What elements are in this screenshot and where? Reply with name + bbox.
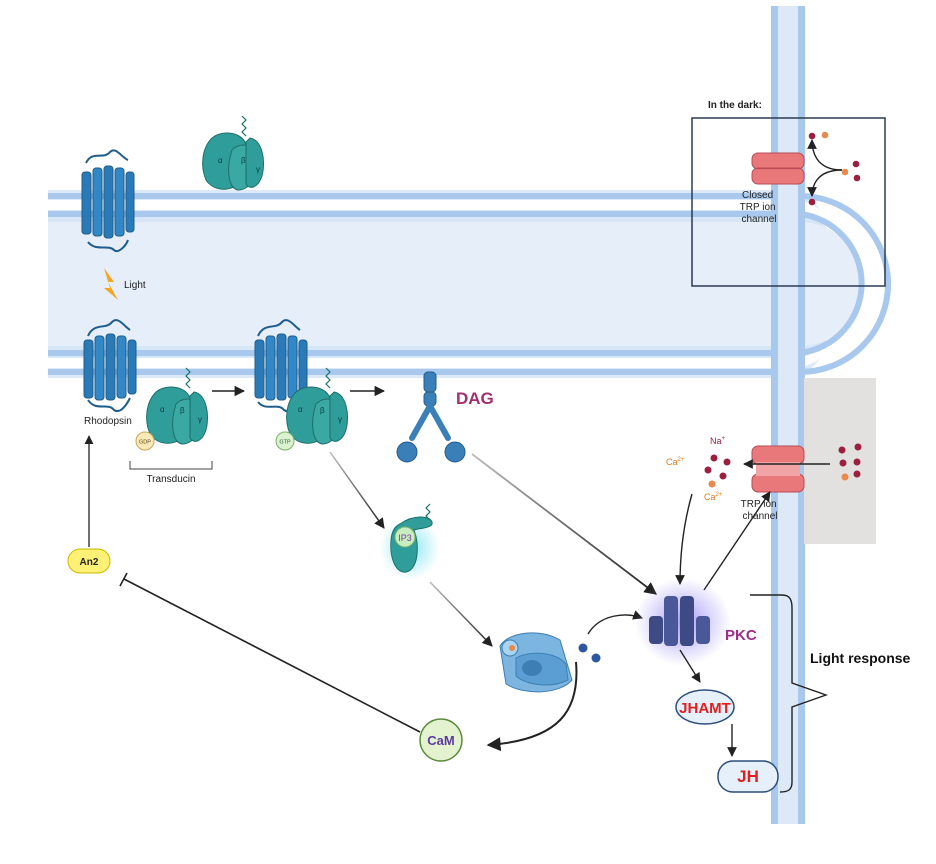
jhamt-label: JHAMT xyxy=(679,700,731,717)
arrow-to-pkc-from-ca xyxy=(587,610,643,635)
cam-label: CaM xyxy=(427,733,454,748)
rhodopsin-label: Rhodopsin xyxy=(84,416,132,427)
in-the-dark-inset: In the dark: Closed TRP ion channel xyxy=(691,100,886,287)
arrow-to-cam xyxy=(486,661,578,752)
an2-node: An2 xyxy=(67,548,111,574)
closed-channel-label: Closed TRP ion channel xyxy=(740,190,779,225)
ion-particles xyxy=(704,443,862,488)
transducin-inactive-icon: α β γ xyxy=(202,115,264,191)
ip3-label: IP3 xyxy=(398,533,412,543)
svg-text:α: α xyxy=(218,156,223,165)
transducin-gdp-icon: α β γ GDP xyxy=(135,367,208,451)
trp-channel-label: TRP ion channel xyxy=(741,499,780,522)
svg-text:γ: γ xyxy=(256,165,260,174)
arrow-dag-pkc xyxy=(471,453,658,595)
dag-icon xyxy=(396,371,466,463)
transducin-gtp-icon: α β γ GTP xyxy=(275,367,348,451)
pkc-icon xyxy=(649,596,710,646)
svg-text:γ: γ xyxy=(338,415,342,424)
arrow-pkc-trp xyxy=(703,491,771,591)
closed-trp-channel-icon xyxy=(751,152,805,185)
arrow-ip3-receptor xyxy=(429,581,493,647)
svg-text:α: α xyxy=(160,405,165,414)
an2-label: An2 xyxy=(80,557,99,568)
gdp-label: GDP xyxy=(139,440,151,446)
rhabdomere-membrane xyxy=(48,190,891,378)
light-response-bracket xyxy=(750,594,829,793)
plasma-membrane-vertical xyxy=(771,6,805,824)
svg-text:γ: γ xyxy=(198,415,202,424)
svg-text:α: α xyxy=(298,405,303,414)
ca-label-2: Ca2+ xyxy=(704,492,723,502)
in-the-dark-label: In the dark: xyxy=(708,100,762,111)
ip3-receptor-icon xyxy=(499,632,601,693)
arrow-to-ip3 xyxy=(329,451,385,529)
lightning-icon xyxy=(104,268,118,300)
svg-text:β: β xyxy=(241,156,246,165)
svg-text:β: β xyxy=(320,406,325,415)
extracellular-grey-box xyxy=(804,378,876,544)
rhodopsin-active-icon xyxy=(254,319,308,412)
light-response-label: Light response xyxy=(810,650,911,666)
cam-node: CaM xyxy=(419,718,463,762)
ca-label-1: Ca2+ xyxy=(666,457,685,467)
rhodopsin-icon xyxy=(83,319,137,412)
transducin-label: Transducin xyxy=(146,474,195,485)
dag-label: DAG xyxy=(456,389,494,408)
svg-text:β: β xyxy=(180,406,185,415)
gtp-label: GTP xyxy=(279,440,291,446)
inhibition-cam-an2 xyxy=(123,578,421,733)
pkc-label: PKC xyxy=(725,627,757,644)
rhodopsin-inactive-icon xyxy=(81,149,135,252)
arrow-pkc-jhamt xyxy=(679,649,701,683)
jh-node: JH xyxy=(717,760,779,793)
light-label: Light xyxy=(124,280,146,291)
na-label: Na+ xyxy=(710,436,726,446)
jhamt-node: JHAMT xyxy=(675,689,735,725)
trp-channel-icon xyxy=(751,445,805,493)
jh-label: JH xyxy=(737,767,759,786)
arrow-ca-pkc xyxy=(675,493,693,585)
ip3-icon: IP3 xyxy=(390,503,433,573)
